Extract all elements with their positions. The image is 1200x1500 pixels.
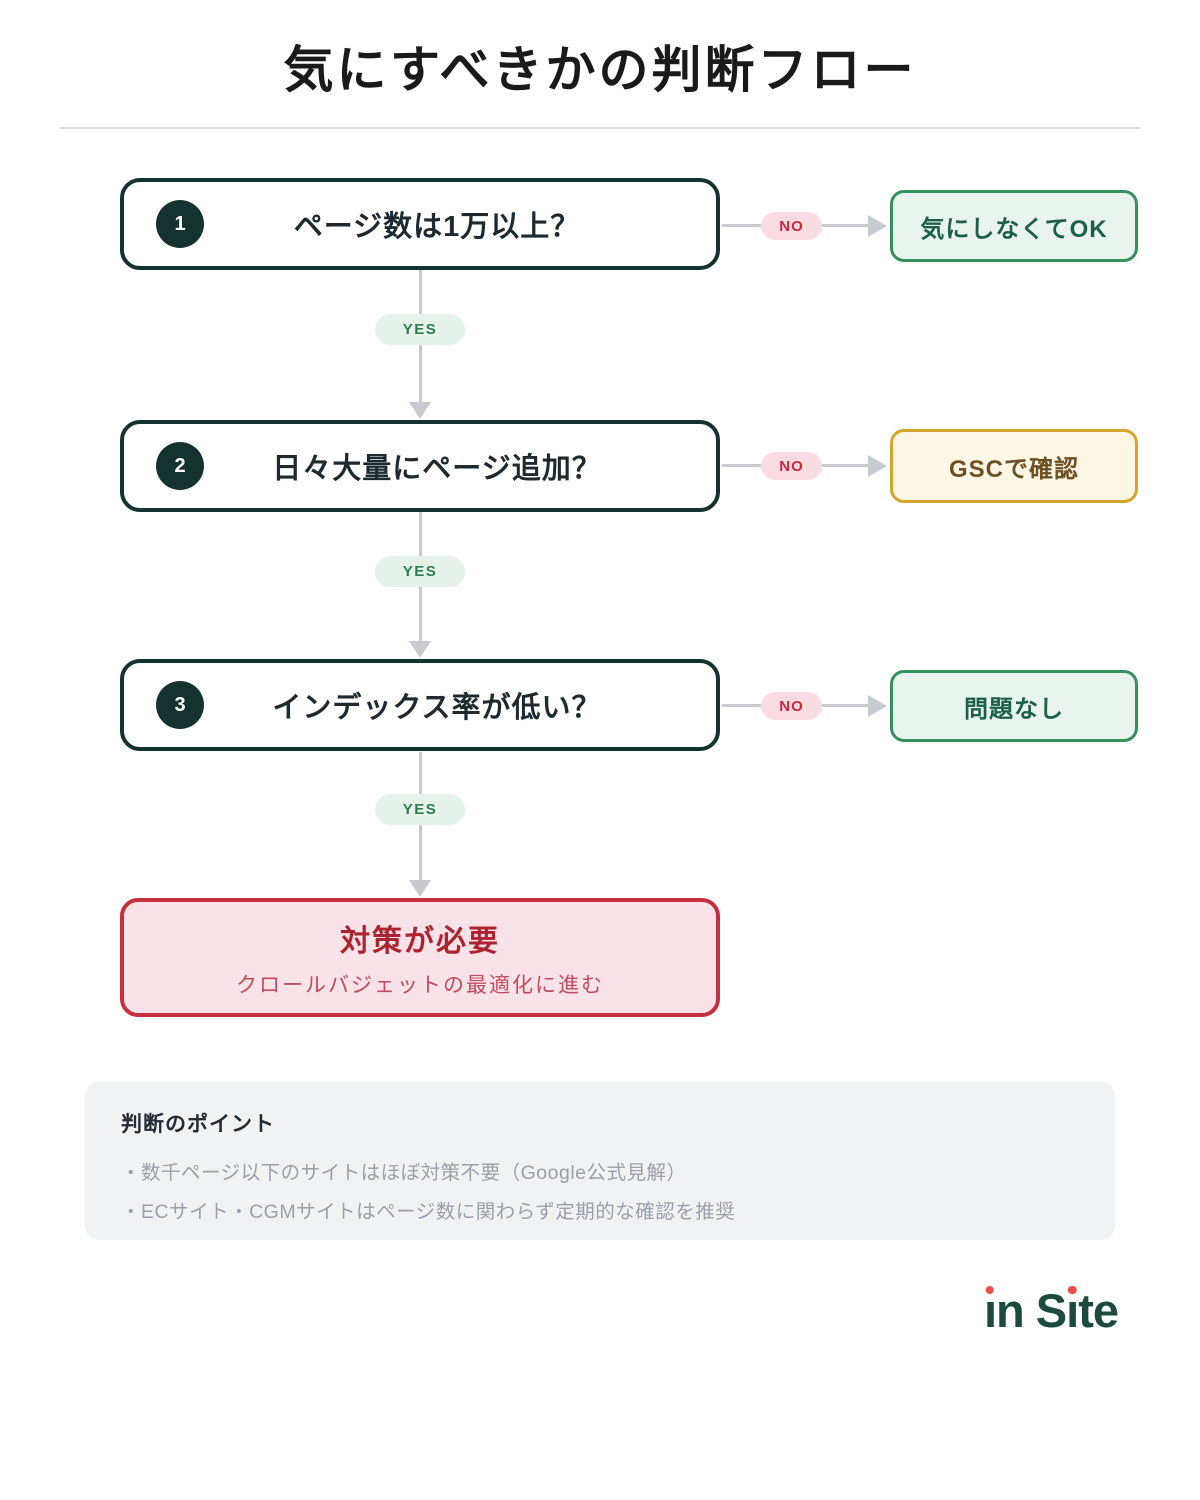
result-box-1: 気にしなくてOK: [890, 190, 1138, 262]
no-badge-3: NO: [761, 692, 822, 720]
arrow-down-icon-3: [409, 880, 431, 897]
result-label-3: 問題なし: [964, 695, 1064, 723]
final-title: 対策が必要: [340, 925, 500, 958]
question-box-1: 1 ページ数は1万以上？: [120, 178, 720, 270]
result-label-1: 気にしなくてOK: [920, 215, 1108, 243]
question-text-1: ページ数は1万以上？: [293, 211, 581, 243]
step-number-badge-3: 3: [156, 681, 204, 729]
question-box-2: 2 日々大量にページ追加？: [120, 420, 720, 512]
notes-title: 判断のポイント: [121, 1113, 275, 1136]
step-number-badge-1: 1: [156, 200, 204, 248]
final-action-box: 対策が必要 クロールバジェットの最適化に進む: [120, 898, 720, 1017]
yes-badge-1: YES: [375, 314, 465, 345]
arrow-right-icon-1: [868, 215, 887, 237]
question-text-2: 日々大量にページ追加？: [272, 453, 602, 485]
arrow-down-icon-1: [409, 402, 431, 419]
yes-badge-2: YES: [375, 556, 465, 587]
arrow-right-icon-2: [868, 455, 887, 477]
yes-badge-3: YES: [375, 794, 465, 825]
brand-logo: ın Sıte: [983, 1284, 1119, 1337]
no-badge-1: NO: [761, 212, 822, 240]
note-item: ・数千ページ以下のサイトはほぼ対策不要（Google公式見解）: [121, 1162, 687, 1184]
no-badge-2: NO: [761, 452, 822, 480]
title-divider: [60, 127, 1140, 129]
question-box-3: 3 インデックス率が低い？: [120, 659, 720, 751]
note-item: ・ECサイト・CGMサイトはページ数に関わらず定期的な確認を推奨: [121, 1201, 736, 1223]
arrow-down-icon-2: [409, 641, 431, 658]
step-number-badge-2: 2: [156, 442, 204, 490]
notes-list: ・数千ページ以下のサイトはほぼ対策不要（Google公式見解） ・ECサイト・C…: [121, 1154, 1079, 1232]
question-text-3: インデックス率が低い？: [272, 692, 602, 724]
result-label-2: GSCで確認: [948, 455, 1079, 483]
final-subtitle: クロールバジェットの最適化に進む: [236, 974, 604, 997]
result-box-3: 問題なし: [890, 670, 1138, 742]
result-box-2: GSCで確認: [890, 429, 1138, 503]
page-title: 気にすべきかの判断フロー: [283, 42, 917, 98]
notes-panel: 判断のポイント ・数千ページ以下のサイトはほぼ対策不要（Google公式見解） …: [85, 1082, 1115, 1240]
arrow-right-icon-3: [868, 695, 887, 717]
